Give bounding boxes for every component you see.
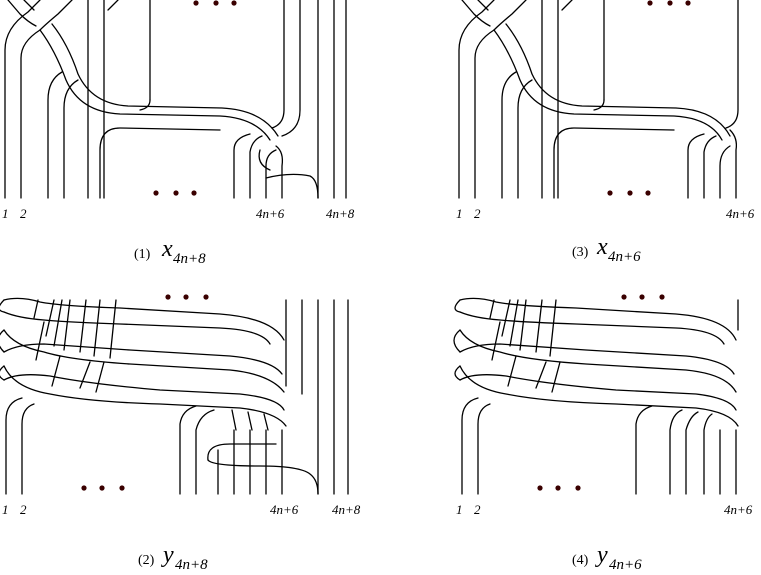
braid-strands — [453, 297, 739, 495]
braid-strands — [4, 0, 347, 199]
strand-label-2: 2 — [20, 206, 27, 221]
strand-label-4n6: 4n+6 — [256, 206, 285, 221]
caption-number: (2) — [138, 553, 155, 568]
braid-strands — [458, 0, 739, 199]
caption-subscript: 4n+8 — [175, 557, 208, 573]
panel-y-4n8: 1 2 4n+6 4n+8 (2) y 4n+8 — [0, 294, 361, 573]
caption-subscript: 4n+8 — [173, 251, 206, 267]
strand-label-4n6: 4n+6 — [726, 206, 755, 221]
caption-number: (3) — [572, 245, 589, 260]
ellipsis-dots — [81, 294, 209, 491]
strand-label-1: 1 — [456, 206, 463, 221]
strand-label-4n8: 4n+8 — [332, 502, 361, 517]
strand-label-1: 1 — [2, 502, 9, 517]
strand-label-4n6: 4n+6 — [270, 502, 299, 517]
panel-x-4n6: 1 2 4n+6 (3) x 4n+6 — [456, 0, 755, 265]
caption-subscript: 4n+6 — [608, 249, 641, 265]
strand-label-4n8: 4n+8 — [326, 206, 355, 221]
strand-label-1: 1 — [456, 502, 463, 517]
caption-variable: x — [161, 236, 173, 262]
caption-variable: x — [596, 234, 608, 260]
ellipsis-dots — [153, 0, 237, 196]
caption-variable: y — [161, 542, 174, 568]
strand-label-2: 2 — [474, 206, 481, 221]
ellipsis-dots — [537, 294, 665, 491]
strand-label-1: 1 — [2, 206, 9, 221]
ellipsis-dots — [607, 0, 691, 196]
strand-label-2: 2 — [474, 502, 481, 517]
panel-x-4n8: 1 2 4n+6 4n+8 (1) x 4n+8 — [2, 0, 355, 267]
strand-label-4n6: 4n+6 — [724, 502, 753, 517]
caption-number: (1) — [134, 247, 151, 262]
braid-strands — [0, 297, 349, 495]
panel-y-4n6: 1 2 4n+6 (4) y 4n+6 — [453, 294, 753, 573]
caption-subscript: 4n+6 — [609, 557, 642, 573]
caption-variable: y — [595, 542, 608, 568]
caption-number: (4) — [572, 553, 589, 568]
strand-label-2: 2 — [20, 502, 27, 517]
